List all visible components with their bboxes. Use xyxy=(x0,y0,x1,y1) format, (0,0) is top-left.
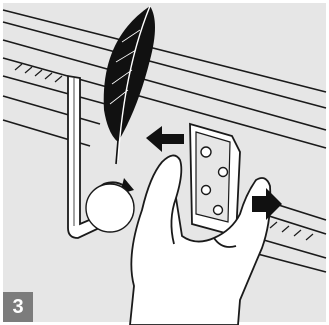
step-number-badge: 3 xyxy=(3,292,33,322)
mounting-bracket xyxy=(190,124,240,236)
